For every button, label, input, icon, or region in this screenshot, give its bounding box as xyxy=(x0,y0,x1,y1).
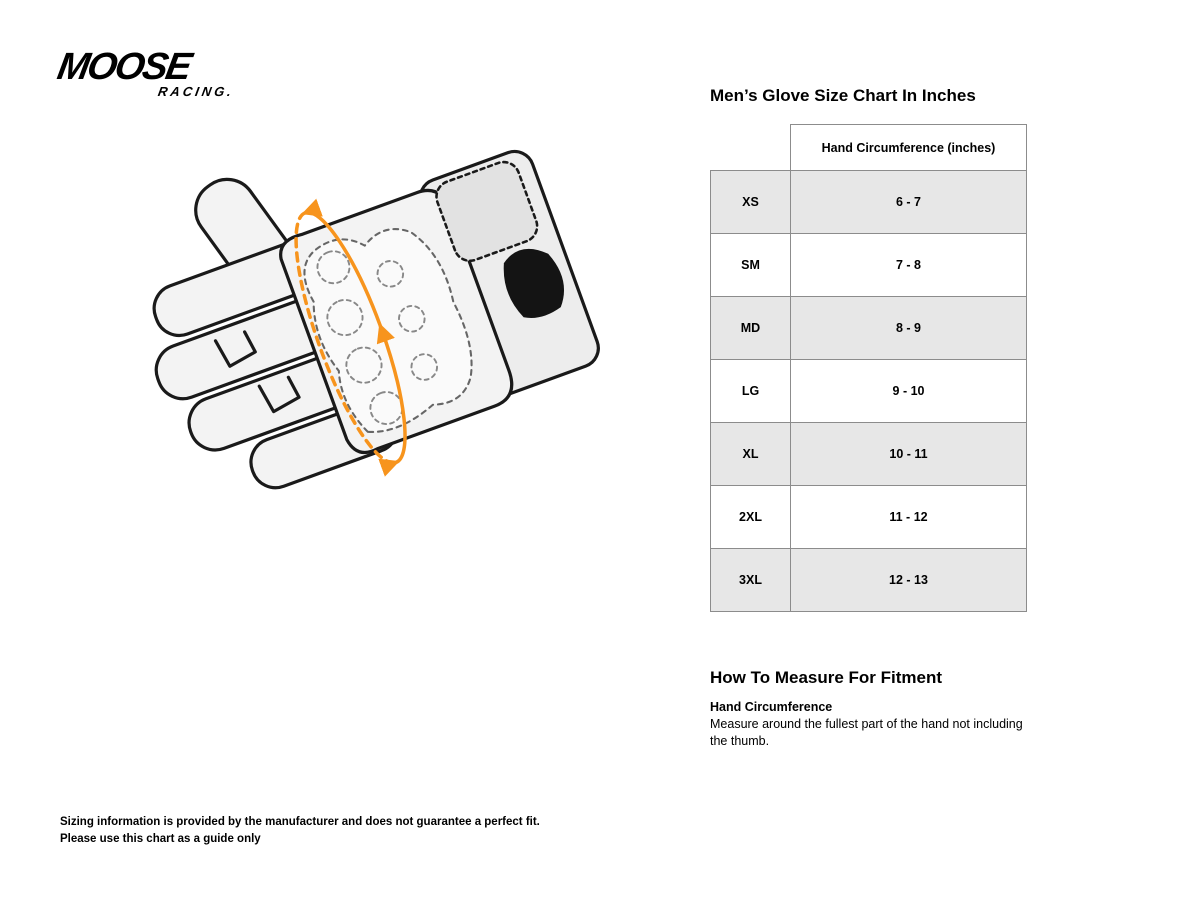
measure-loop-front-arrow xyxy=(301,198,383,329)
size-range: 6 - 7 xyxy=(790,170,1027,234)
palm-pad xyxy=(410,353,439,381)
table-header-row: Hand Circumference (inches) xyxy=(711,124,1027,171)
empty-header-cell xyxy=(711,125,791,171)
table-row: 3XL 12 - 13 xyxy=(710,548,1027,612)
size-label: 2XL xyxy=(710,485,791,549)
finger-graphic-mark xyxy=(213,330,257,368)
how-to-measure-title: How To Measure For Fitment xyxy=(710,668,943,687)
size-label: SM xyxy=(710,233,791,297)
size-range: 7 - 8 xyxy=(790,233,1027,297)
size-label: XL xyxy=(710,422,791,486)
measure-item-body: Measure around the fullest part of the h… xyxy=(710,717,1023,748)
measure-loop-front-arrow xyxy=(376,323,407,465)
finger-graphic-mark xyxy=(257,375,301,414)
size-label: XS xyxy=(710,170,791,234)
how-to-measure-section: How To Measure For Fitment Hand Circumfe… xyxy=(710,668,1030,750)
disclaimer: Sizing information is provided by the ma… xyxy=(60,814,540,847)
glove-illustration xyxy=(152,149,600,490)
size-range: 9 - 10 xyxy=(790,359,1027,423)
measure-loop-back-arrow xyxy=(294,211,400,477)
disclaimer-line-1: Sizing information is provided by the ma… xyxy=(60,816,540,828)
knuckle-pad xyxy=(326,298,364,337)
size-label: MD xyxy=(710,296,791,360)
disclaimer-line-2: Please use this chart as a guide only xyxy=(60,832,261,845)
size-range: 11 - 12 xyxy=(790,485,1027,549)
cuff-strap xyxy=(435,160,539,263)
glove-measurement-diagram xyxy=(30,70,690,590)
size-range: 10 - 11 xyxy=(790,422,1027,486)
palm-pad xyxy=(376,260,405,288)
knuckle-pad xyxy=(345,346,383,384)
size-chart-title: Men’s Glove Size Chart In Inches xyxy=(710,86,976,105)
knuckle-pad xyxy=(316,250,351,285)
size-label: LG xyxy=(710,359,791,423)
table-row: LG 9 - 10 xyxy=(710,359,1027,423)
cuff-dark-patch xyxy=(503,248,564,318)
table-row: XL 10 - 11 xyxy=(710,422,1027,486)
table-row: SM 7 - 8 xyxy=(710,233,1027,297)
size-range: 12 - 13 xyxy=(790,548,1027,612)
table-row: 2XL 11 - 12 xyxy=(710,485,1027,549)
size-range: 8 - 9 xyxy=(790,296,1027,360)
table-row: MD 8 - 9 xyxy=(710,296,1027,360)
column-header: Hand Circumference (inches) xyxy=(790,124,1027,171)
size-chart-table: Hand Circumference (inches) XS 6 - 7 SM … xyxy=(710,124,1027,612)
table-row: XS 6 - 7 xyxy=(710,170,1027,234)
measure-item-title: Hand Circumference xyxy=(710,700,833,714)
palm-pad xyxy=(398,305,426,333)
size-label: 3XL xyxy=(710,548,791,612)
